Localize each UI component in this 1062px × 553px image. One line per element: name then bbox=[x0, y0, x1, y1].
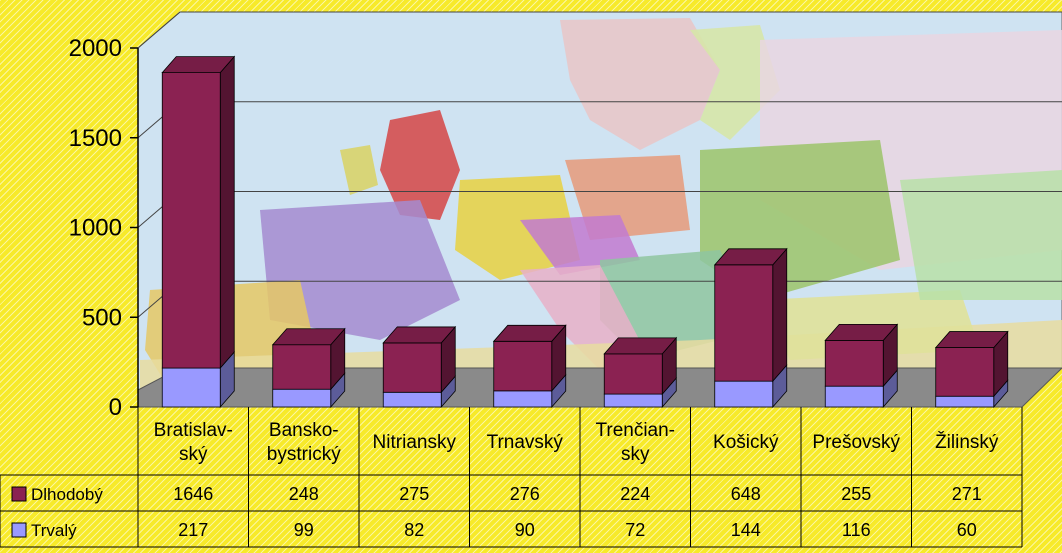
bar-top bbox=[161, 56, 236, 73]
bar-front bbox=[493, 390, 553, 408]
bar-front bbox=[824, 340, 884, 387]
bar-front bbox=[824, 385, 884, 408]
data-value: 116 bbox=[842, 520, 871, 540]
bar-front bbox=[272, 344, 332, 390]
data-value: 276 bbox=[510, 484, 540, 504]
category-label: Trnavský bbox=[487, 432, 564, 453]
y-tick-label: 1000 bbox=[69, 215, 122, 242]
data-value: 275 bbox=[399, 484, 429, 504]
bar-top bbox=[603, 337, 678, 355]
gridline-side bbox=[137, 11, 181, 49]
bar-trvalý-3 bbox=[493, 373, 567, 409]
bar-front bbox=[714, 380, 774, 408]
bar-dlhodobý-7 bbox=[934, 330, 1009, 398]
y-axis-ticks: 0 500 1000 1500 2000 bbox=[69, 35, 138, 421]
bar-side bbox=[219, 55, 235, 370]
map-region-finland bbox=[690, 25, 780, 140]
bar-front bbox=[493, 340, 553, 392]
bar-top bbox=[713, 248, 788, 266]
bar-top bbox=[271, 328, 346, 346]
data-value: 82 bbox=[404, 520, 424, 540]
bar-top bbox=[492, 324, 567, 342]
category-label: Košický bbox=[713, 432, 779, 453]
map-region-scandinavia bbox=[560, 18, 720, 150]
map-region-ireland bbox=[340, 145, 378, 195]
bar-trvalý-2 bbox=[382, 375, 456, 409]
data-value: 255 bbox=[841, 484, 871, 504]
bar-dlhodobý-6 bbox=[824, 323, 899, 388]
bar-front bbox=[382, 391, 442, 408]
bar-front bbox=[161, 367, 221, 408]
data-value: 60 bbox=[957, 520, 977, 540]
y-tick-label: 2000 bbox=[69, 35, 122, 62]
bar-front bbox=[603, 353, 663, 395]
bar-side bbox=[772, 247, 788, 383]
data-value: 248 bbox=[289, 484, 319, 504]
data-value: 217 bbox=[178, 520, 208, 540]
category-label: Trenčian-sky bbox=[595, 420, 675, 465]
bars bbox=[161, 55, 1009, 409]
category-label: Žilinský bbox=[935, 431, 999, 453]
bar-top bbox=[824, 324, 899, 341]
bar-dlhodobý-4 bbox=[603, 336, 678, 396]
legend-label: Dlhodobý bbox=[31, 485, 103, 504]
legend-swatch bbox=[11, 522, 27, 538]
bar-dlhodobý-0 bbox=[161, 55, 236, 370]
bar-trvalý-1 bbox=[272, 372, 346, 409]
map-region-east bbox=[900, 170, 1062, 300]
bar-top bbox=[382, 326, 457, 344]
category-label: Bratislav-ský bbox=[154, 420, 233, 465]
data-value: 1646 bbox=[173, 484, 213, 504]
bar-front bbox=[161, 72, 221, 369]
category-label: Prešovský bbox=[812, 432, 900, 453]
bar-trvalý-5 bbox=[714, 364, 788, 409]
bar-dlhodobý-1 bbox=[271, 327, 346, 391]
y-tick-label: 0 bbox=[109, 394, 122, 421]
bar-front bbox=[603, 393, 663, 408]
bar-front bbox=[272, 388, 332, 408]
data-value: 72 bbox=[625, 520, 645, 540]
bar-dlhodobý-3 bbox=[492, 324, 567, 392]
data-value: 271 bbox=[952, 484, 982, 504]
bar-front bbox=[382, 342, 442, 393]
legend-label: Trvalý bbox=[31, 521, 77, 540]
bar-front bbox=[935, 395, 995, 408]
bar-front bbox=[935, 347, 995, 397]
data-value: 90 bbox=[515, 520, 535, 540]
bar-front bbox=[714, 264, 774, 382]
legend-swatch bbox=[11, 486, 27, 502]
bar-dlhodobý-2 bbox=[382, 325, 457, 394]
category-label: Bansko-bystrický bbox=[267, 420, 341, 465]
data-value: 224 bbox=[620, 484, 650, 504]
data-value: 648 bbox=[731, 484, 761, 504]
map-region-uk bbox=[380, 110, 460, 220]
data-value: 144 bbox=[731, 520, 761, 540]
map-region-france bbox=[260, 200, 460, 340]
data-value: 99 bbox=[294, 520, 314, 540]
bar-top bbox=[934, 331, 1009, 348]
y-tick-label: 1500 bbox=[69, 125, 122, 152]
y-tick-label: 500 bbox=[82, 304, 122, 331]
bar-dlhodobý-5 bbox=[713, 247, 788, 383]
bar-trvalý-4 bbox=[603, 377, 677, 409]
category-label: Nitriansky bbox=[373, 432, 457, 453]
